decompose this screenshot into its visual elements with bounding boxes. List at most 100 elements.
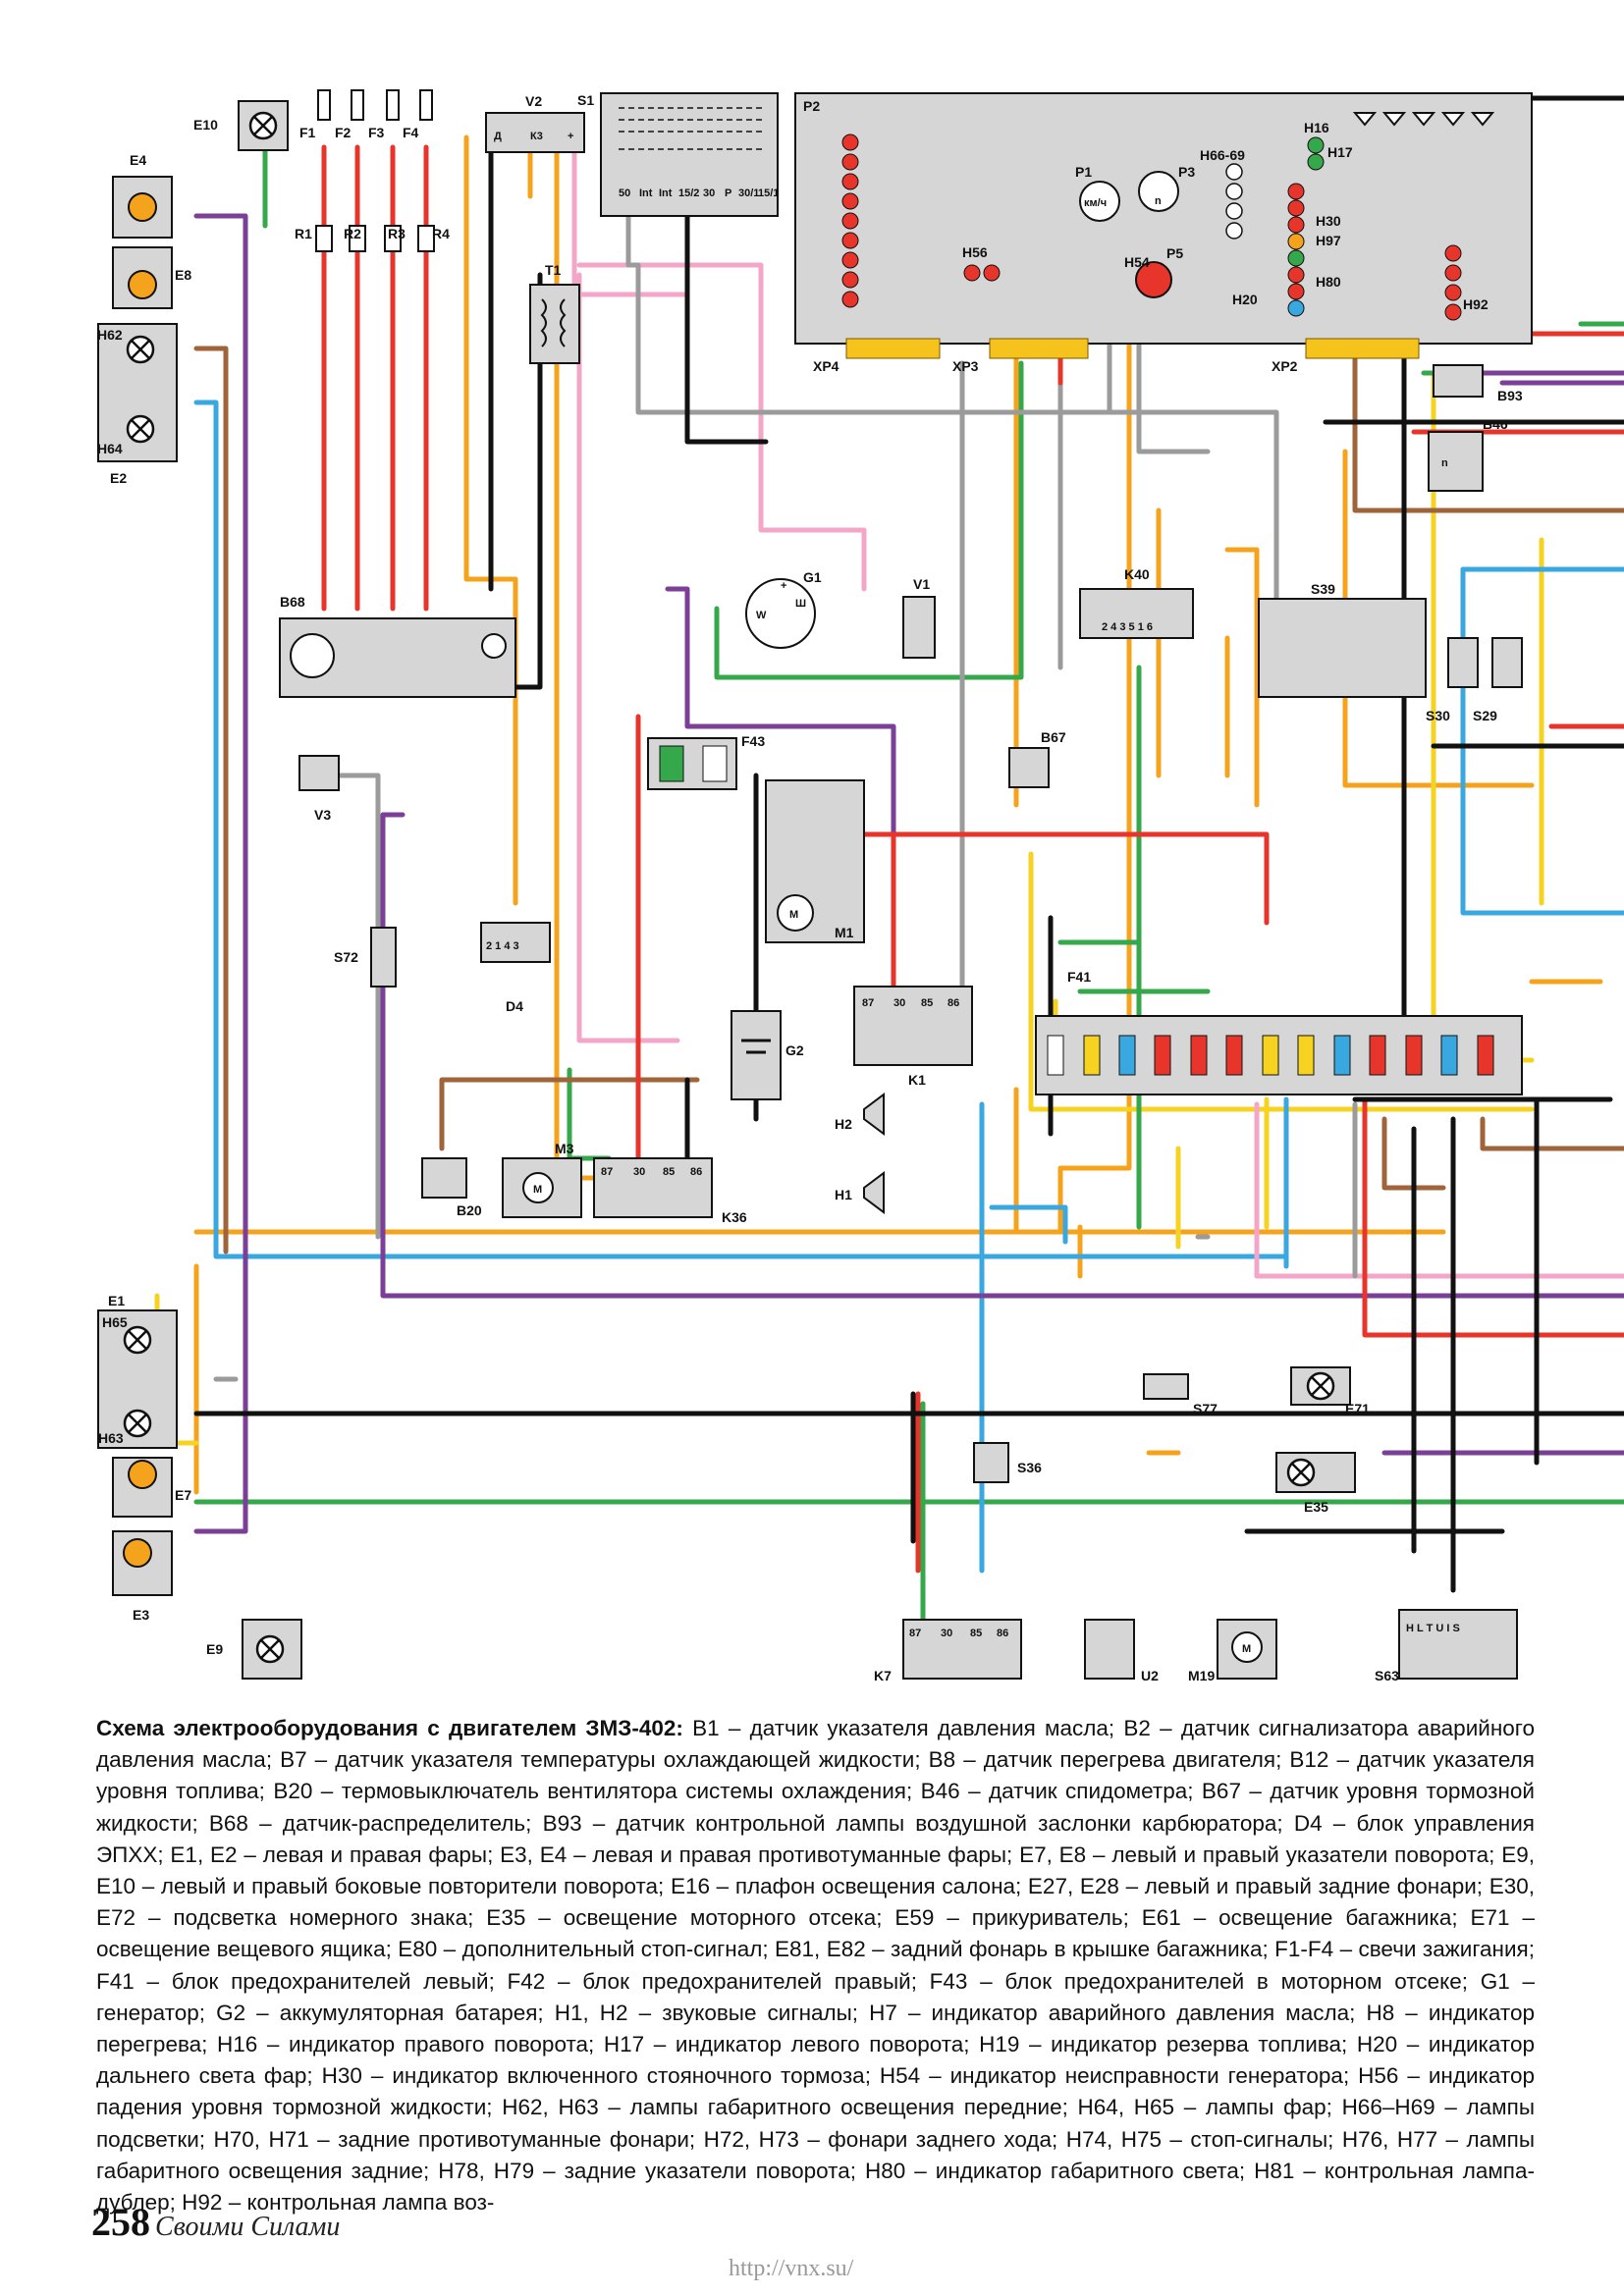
- svg-text:2 4 3 5 1 6: 2 4 3 5 1 6: [1102, 621, 1153, 633]
- E35-engine-bay-light: E35: [1275, 1452, 1356, 1515]
- S30-switch: S30: [1426, 637, 1479, 723]
- label-S39: S39: [1311, 581, 1335, 597]
- svg-text:W: W: [756, 610, 767, 621]
- svg-text:K36: K36: [722, 1209, 747, 1225]
- E8-turn-indicator: E8: [112, 246, 191, 309]
- label-E10: E10: [193, 117, 218, 133]
- E1-headlamp: E1 H65 H63: [97, 1293, 178, 1449]
- svg-text:К3: К3: [530, 131, 543, 142]
- spark-plug-leads: [321, 144, 429, 612]
- svg-text:F4: F4: [403, 125, 419, 140]
- label-S1: S1: [577, 92, 594, 108]
- label-XP2: XP2: [1272, 358, 1298, 374]
- label-H64: H64: [97, 441, 123, 456]
- resistors: [315, 225, 435, 252]
- label-E4: E4: [130, 152, 146, 168]
- svg-text:F2: F2: [335, 125, 352, 140]
- svg-text:87: 87: [862, 997, 874, 1009]
- svg-text:Д: Д: [494, 131, 502, 142]
- P5-voltmeter: P5 H54: [1124, 245, 1183, 298]
- S39-light-switch: S39: [1258, 581, 1427, 698]
- label-R4: R4: [432, 226, 450, 241]
- H66-69-lamps: [1225, 163, 1243, 240]
- B20-thermo-switch: B20: [421, 1157, 482, 1218]
- label-V2: V2: [525, 93, 542, 109]
- svg-text:E71: E71: [1345, 1401, 1370, 1416]
- svg-text:H54: H54: [1124, 254, 1150, 270]
- H92-lamps: [1444, 244, 1462, 321]
- label-F41: F41: [1067, 969, 1091, 985]
- svg-text:км/ч: км/ч: [1084, 197, 1107, 209]
- G2-battery: G2: [731, 1010, 804, 1100]
- F43-fuse-block: F43: [647, 733, 765, 790]
- label-R3: R3: [388, 226, 406, 241]
- E2-headlamp: H62 H64 E2: [97, 323, 178, 486]
- cluster-connectors: XP4 XP3 XP2: [813, 338, 1420, 374]
- E71-glovebox-light: E71: [1290, 1366, 1370, 1416]
- label-XP4: XP4: [813, 358, 839, 374]
- svg-text:85: 85: [921, 997, 933, 1009]
- label-H65: H65: [102, 1314, 128, 1330]
- label-K1: K1: [908, 1072, 926, 1088]
- svg-text:86: 86: [947, 997, 959, 1009]
- label-E2: E2: [110, 470, 127, 486]
- svg-text:H16: H16: [1304, 120, 1329, 135]
- B68-distributor: B68: [279, 594, 516, 698]
- V3-valve: V3: [298, 755, 340, 823]
- svg-text:15/2: 15/2: [678, 187, 699, 199]
- H2-horn: H2: [835, 1093, 885, 1136]
- svg-text:H56: H56: [962, 244, 988, 260]
- svg-text:S36: S36: [1017, 1460, 1042, 1475]
- svg-text:M19: M19: [1188, 1668, 1215, 1683]
- svg-text:Int: Int: [639, 187, 653, 199]
- brown-wires: [193, 331, 1624, 1255]
- svg-text:E35: E35: [1304, 1499, 1328, 1515]
- E9-side-repeater: E9: [206, 1619, 302, 1680]
- S63-switch: H L T U I S S63: [1375, 1609, 1518, 1683]
- B67-brake-fluid-sensor: B67: [1008, 729, 1066, 788]
- green-wires: [193, 134, 1624, 1632]
- svg-text:H2: H2: [835, 1116, 852, 1132]
- S1-ignition-switch: S1 50 Int Int 15/2 30 P 30/1 15/1: [577, 92, 779, 217]
- svg-text:P: P: [725, 187, 731, 199]
- label-XP3: XP3: [952, 358, 979, 374]
- spark-plugs: F1 F2 F3 F4 R1 R2 R3 R4: [295, 89, 450, 252]
- diagram-caption: Схема электрооборудования с двигателем З…: [96, 1713, 1535, 2218]
- label-B68: B68: [280, 594, 305, 610]
- svg-text:F3: F3: [368, 125, 385, 140]
- E10-side-repeater: E10: [193, 100, 289, 151]
- svg-text:S77: S77: [1193, 1401, 1218, 1416]
- ignition-pins: 50 Int Int 15/2 30 P 30/1 15/1: [619, 187, 779, 199]
- svg-text:P3: P3: [1178, 164, 1195, 180]
- P2-instrument-cluster: P2 H56 км/ч P1 n P3 P5 H54: [794, 92, 1533, 345]
- label-E8: E8: [175, 267, 191, 283]
- D4-idle-control: 2 1 4 3 D4: [480, 922, 551, 1014]
- label-H92: H92: [1463, 296, 1489, 312]
- label-H66-69: H66-69: [1200, 147, 1245, 163]
- brand-name: Своими Силами: [155, 2212, 341, 2242]
- caption-body: B1 – датчик указателя давления масла; B2…: [96, 1716, 1535, 2216]
- svg-text:Ш: Ш: [795, 598, 806, 610]
- spark-plug-F4: F4: [403, 89, 433, 140]
- label-H80: H80: [1316, 274, 1341, 290]
- diode-row: [1352, 112, 1495, 127]
- label-E1: E1: [108, 1293, 125, 1308]
- K40-relay: 2 4 3 5 1 6 K40: [1079, 566, 1194, 639]
- svg-text:E7: E7: [175, 1487, 191, 1503]
- label-F43: F43: [741, 733, 765, 749]
- F41-fuse-block: F41: [1035, 969, 1523, 1095]
- label-T1: T1: [545, 262, 562, 278]
- label-H20: H20: [1232, 292, 1258, 307]
- svg-text:M: M: [533, 1184, 542, 1196]
- svg-text:H17: H17: [1327, 144, 1353, 160]
- svg-text:87: 87: [909, 1628, 921, 1639]
- svg-text:H L T U I S: H L T U I S: [1406, 1623, 1460, 1634]
- B93-sensor: B93: [1433, 364, 1523, 403]
- svg-text:M: M: [789, 909, 798, 921]
- svg-text:S29: S29: [1473, 708, 1497, 723]
- spark-plug-F1: F1: [299, 89, 331, 140]
- svg-text:Int: Int: [659, 187, 673, 199]
- label-D4: D4: [506, 998, 523, 1014]
- label-H30: H30: [1316, 213, 1341, 229]
- svg-text:n: n: [1441, 457, 1448, 469]
